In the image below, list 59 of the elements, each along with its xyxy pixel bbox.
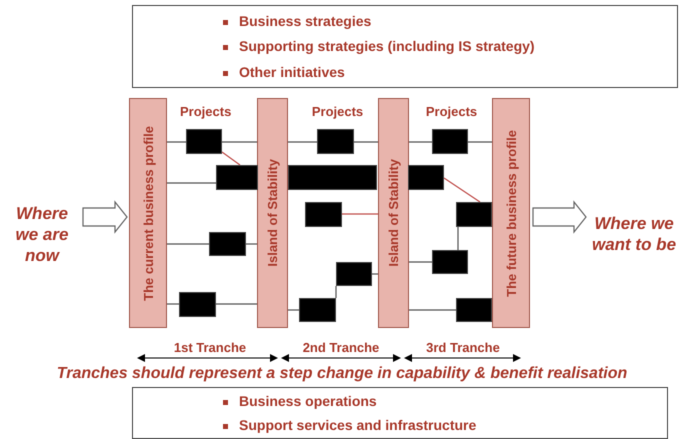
connector-line — [409, 309, 456, 311]
connector-line — [342, 213, 378, 215]
connector-line — [167, 141, 186, 143]
column-heading: Projects — [180, 104, 230, 119]
connector-line — [288, 309, 299, 311]
project-box — [209, 232, 246, 256]
profile-bar — [129, 98, 167, 328]
connector-line — [216, 303, 257, 305]
tranche-label: 2nd Tranche — [302, 340, 380, 355]
connector-line — [409, 141, 432, 143]
connector-line — [468, 141, 492, 143]
connector-line — [457, 227, 459, 250]
column-heading: Projects — [424, 104, 478, 119]
heading-text: Where we want to be — [590, 213, 678, 255]
project-box — [317, 129, 354, 154]
bar-label: Island of Stability — [386, 159, 401, 267]
block-arrow — [532, 200, 587, 234]
caption-text: Tranches should represent a step change in capability & benefit realisation — [56, 365, 628, 383]
tranche-label: 1st Tranche — [172, 340, 248, 355]
bullet-text: Supporting strategies (including IS strategy) — [239, 38, 535, 54]
connector-line — [222, 152, 240, 166]
text-box — [132, 5, 678, 88]
connector-line — [354, 141, 378, 143]
bullet-text: Business operations — [239, 393, 377, 409]
text-box — [132, 387, 668, 439]
project-box — [408, 165, 444, 190]
connector-line — [167, 303, 179, 305]
connector-line — [167, 243, 209, 245]
bar-label: Island of Stability — [265, 159, 280, 267]
connector-line — [444, 178, 480, 202]
bullet-text: Business strategies — [239, 13, 372, 29]
stability-bar — [378, 98, 409, 328]
project-box — [179, 292, 216, 317]
project-box — [336, 262, 372, 286]
project-box — [216, 165, 258, 190]
heading-text: Where we are now — [14, 202, 70, 266]
project-box — [305, 202, 342, 227]
connector-line — [409, 261, 432, 263]
bullet-text: Support services and infrastructure — [239, 417, 476, 433]
bullet-text: Other initiatives — [239, 64, 345, 80]
connector-line — [167, 182, 216, 184]
project-box — [299, 298, 336, 322]
project-box — [456, 298, 492, 322]
project-box — [456, 202, 492, 227]
tranche-label: 3rd Tranche — [425, 340, 501, 355]
bar-label: The current business profile — [140, 126, 156, 300]
bar-label: The future business profile — [504, 130, 518, 296]
column-heading: Projects — [310, 104, 364, 119]
project-box — [432, 250, 468, 274]
stability-bar — [257, 98, 288, 328]
connector-line — [288, 141, 317, 143]
connector-line — [246, 243, 257, 245]
connector-line — [335, 286, 337, 298]
project-box — [186, 129, 222, 154]
project-box — [288, 165, 377, 190]
profile-bar — [492, 98, 530, 328]
project-box — [432, 129, 468, 154]
connector-line — [222, 141, 257, 143]
block-arrow — [82, 200, 128, 234]
